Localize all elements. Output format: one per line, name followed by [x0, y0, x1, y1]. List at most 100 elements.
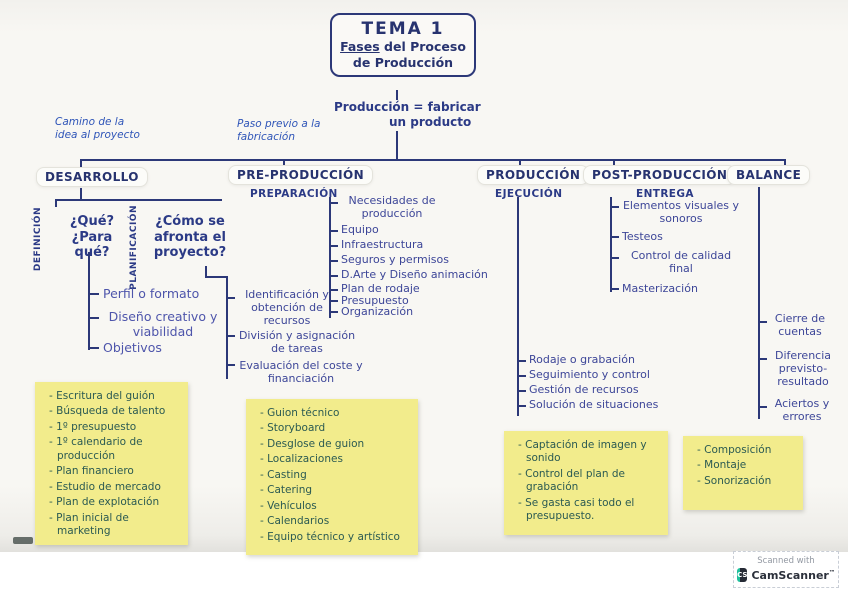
sticky-item: Montaje: [693, 459, 797, 472]
badge-scanned-with: Scanned with: [757, 556, 815, 566]
connector: [517, 390, 526, 392]
sticky-item: Calendarios: [256, 515, 412, 528]
planificacion-item: División y asignación de tareas: [238, 329, 356, 355]
title-box: TEMA 1 Fases del Proceso de Producción: [330, 13, 476, 78]
connector: [226, 335, 235, 337]
connector: [329, 275, 338, 277]
balance-item: Cierre de cuentas: [774, 312, 826, 338]
sticky-item: Storyboard: [256, 422, 412, 435]
branch-balance: BALANCE: [727, 165, 811, 185]
connector: [283, 159, 285, 167]
connector: [205, 266, 207, 277]
connector: [517, 197, 519, 416]
sticky-note-produccion: Captación de imagen y sonido Control del…: [504, 431, 668, 535]
connector: [610, 257, 619, 259]
sticky-item: 1º calendario de producción: [45, 436, 182, 463]
preproduccion-item: Presupuesto: [341, 294, 409, 307]
produccion-item: Gestión de recursos: [529, 383, 639, 396]
connector: [205, 276, 227, 278]
definicion-item: Perfil o formato: [103, 286, 200, 301]
sticky-item: Guion técnico: [256, 407, 412, 420]
sticky-item: Control del plan de grabación: [514, 468, 662, 495]
branch-postproduccion: POST-PRODUCCIÓN: [583, 165, 737, 185]
subtitle-rest: del Proceso: [384, 39, 466, 54]
equation-line2: un producto: [389, 115, 472, 129]
scan-artifact: [13, 537, 33, 544]
camscanner-badge: Scanned with CS CamScanner™: [733, 551, 839, 588]
sticky-item: Captación de imagen y sonido: [514, 439, 662, 466]
sticky-item: Estudio de mercado: [45, 481, 182, 494]
balance-item: Diferencia previsto-resultado: [774, 349, 832, 388]
balance-item: Aciertos y errores: [774, 397, 830, 423]
sticky-item: Localizaciones: [256, 453, 412, 466]
connector: [55, 199, 57, 207]
branch-preproduccion: PRE-PRODUCCIÓN: [228, 165, 374, 185]
connector: [55, 199, 222, 201]
main-spine: [80, 159, 786, 161]
sub-ejecucion: EJECUCIÓN: [495, 188, 563, 200]
branch-produccion: PRODUCCIÓN: [477, 165, 590, 185]
connector: [610, 206, 619, 208]
produccion-item: Solución de situaciones: [529, 398, 659, 411]
connector: [610, 236, 619, 238]
sticky-item: Búsqueda de talento: [45, 405, 182, 418]
sticky-item: Catering: [256, 484, 412, 497]
sub-entrega: ENTREGA: [636, 188, 694, 200]
planificacion-item: Identificación y obtención de recursos: [245, 288, 329, 327]
sticky-item: Escritura del guión: [45, 390, 182, 403]
sticky-note-desarrollo: Escritura del guión Búsqueda de talento …: [35, 382, 188, 545]
connector: [329, 289, 338, 291]
connector: [226, 276, 228, 379]
page-title: TEMA 1: [361, 19, 445, 39]
sticky-item: Equipo técnico y artístico: [256, 531, 412, 544]
annotation-desarrollo: Camino de la idea al proyecto: [55, 116, 140, 142]
equation-line1: Producción = fabricar: [334, 100, 481, 114]
connector: [329, 300, 338, 302]
connector: [517, 405, 526, 407]
branch-desarrollo: DESARROLLO: [36, 167, 148, 187]
connector: [88, 347, 99, 349]
connector: [613, 159, 615, 167]
postproduccion-item: Masterización: [622, 282, 698, 295]
subtitle-line2: de Producción: [352, 54, 454, 70]
produccion-item: Seguimiento y control: [529, 368, 650, 381]
connector: [517, 375, 526, 377]
badge-app-label: CamScanner: [751, 568, 829, 582]
connector: [329, 197, 331, 318]
connector: [758, 358, 767, 360]
connector: [758, 187, 760, 419]
postproduccion-item: Testeos: [622, 230, 663, 243]
connector: [329, 230, 338, 232]
preproduccion-item: Infraestructura: [341, 238, 424, 251]
camscanner-icon: CS: [737, 568, 748, 582]
connector: [784, 159, 786, 167]
connector: [329, 202, 338, 204]
sticky-item: Plan de explotación: [45, 496, 182, 509]
badge-row: CS CamScanner™: [737, 568, 835, 582]
subtitle-line1: Fases del Proceso: [334, 39, 472, 55]
connector: [519, 159, 521, 167]
connector: [610, 197, 612, 292]
subtitle-underlined-word: Fases: [340, 39, 380, 54]
connector: [88, 317, 99, 319]
preproduccion-item: Organización: [341, 305, 414, 318]
connector: [80, 188, 82, 200]
connector: [517, 360, 526, 362]
sub-preparacion: PREPARACIÓN: [250, 188, 338, 200]
connector: [396, 90, 398, 100]
sticky-item: Desglose de guion: [256, 438, 412, 451]
connector: [758, 406, 767, 408]
annotation-preproduccion: Paso previo a la fabricación: [237, 118, 321, 144]
preproduccion-item: Seguros y permisos: [341, 253, 449, 266]
preproduccion-item: Equipo: [341, 223, 379, 236]
connector: [329, 245, 338, 247]
sticky-item: Plan inicial de marketing: [45, 512, 182, 539]
badge-trademark: ™: [828, 568, 835, 576]
preproduccion-item: D.Arte y Diseño animación: [341, 268, 488, 281]
postproduccion-item: Control de calidad final: [630, 249, 732, 275]
sticky-note-preproduccion: Guion técnico Storyboard Desglose de gui…: [246, 399, 418, 555]
sticky-item: Sonorización: [693, 475, 797, 488]
question-planificacion: ¿Cómo se afronta el proyecto?: [153, 214, 227, 261]
sticky-item: Vehículos: [256, 500, 412, 513]
